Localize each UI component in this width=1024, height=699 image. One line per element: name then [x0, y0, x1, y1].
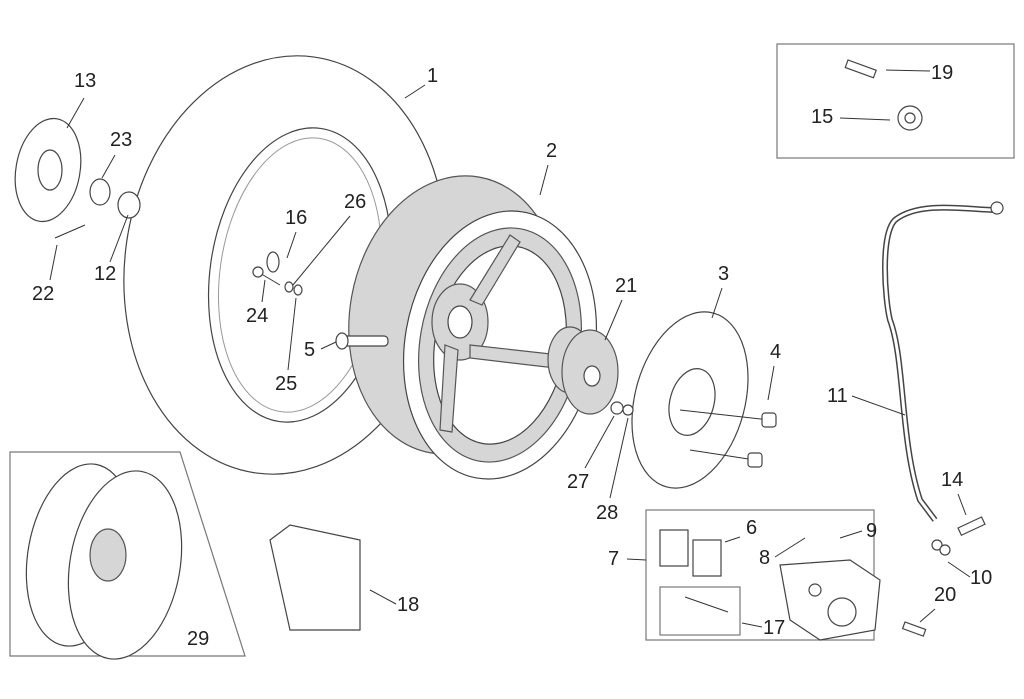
callout-29: 29 [187, 628, 209, 650]
callout-4: 4 [770, 341, 781, 363]
callout-1: 1 [427, 65, 438, 87]
callout-20: 20 [934, 584, 956, 606]
valve [335, 332, 389, 350]
disc-bolts [679, 409, 777, 468]
callout-9: 9 [866, 520, 877, 542]
callout-12: 12 [94, 263, 116, 285]
wheel-assembly-thumb [25, 463, 183, 660]
rim [348, 175, 598, 480]
part-27-nut [610, 401, 624, 415]
hose-clamp [844, 59, 923, 131]
inset-box-wheel-assembly [9, 451, 246, 657]
callout-8: 8 [759, 547, 770, 569]
callout-3: 3 [718, 263, 729, 285]
brake-disc [631, 311, 749, 489]
callout-26: 26 [344, 191, 366, 213]
callout-13: 13 [74, 70, 96, 92]
inset-box-clamp [776, 43, 1015, 159]
callout-labels: 1 2 3 4 5 6 7 8 9 10 11 12 13 14 15 16 1… [32, 62, 992, 650]
caliper-bolt [901, 621, 927, 637]
callout-6: 6 [746, 517, 757, 539]
brake-hose [882, 201, 1004, 522]
hub [547, 326, 619, 415]
callout-24: 24 [246, 305, 268, 327]
brake-caliper [779, 559, 881, 641]
callout-19: 19 [931, 62, 953, 84]
callout-21: 21 [615, 275, 637, 297]
callout-14: 14 [941, 469, 963, 491]
left-parts [14, 117, 141, 239]
leader-lines [49, 69, 971, 628]
brake-pads [659, 529, 722, 577]
callout-15: 15 [811, 106, 833, 128]
callout-22: 22 [32, 283, 54, 305]
callout-18: 18 [397, 594, 419, 616]
callout-11: 11 [827, 385, 848, 407]
callout-17: 17 [763, 617, 785, 639]
callout-10: 10 [970, 567, 992, 589]
inset-box-pin-kit [659, 586, 741, 636]
callout-27: 27 [567, 471, 589, 493]
callout-25: 25 [275, 373, 297, 395]
manual-booklet [269, 524, 361, 631]
callout-28: 28 [596, 502, 618, 524]
callout-16: 16 [285, 207, 307, 229]
inset-box-brake-pads [645, 509, 875, 641]
small-bolt-assembly [252, 251, 303, 296]
banjo-bolt [931, 516, 986, 556]
callout-2: 2 [546, 140, 557, 162]
callout-23: 23 [110, 129, 132, 151]
callout-5: 5 [304, 339, 315, 361]
part-28-washer [622, 404, 634, 416]
caliper-pin [684, 596, 729, 613]
callout-7: 7 [608, 548, 619, 570]
